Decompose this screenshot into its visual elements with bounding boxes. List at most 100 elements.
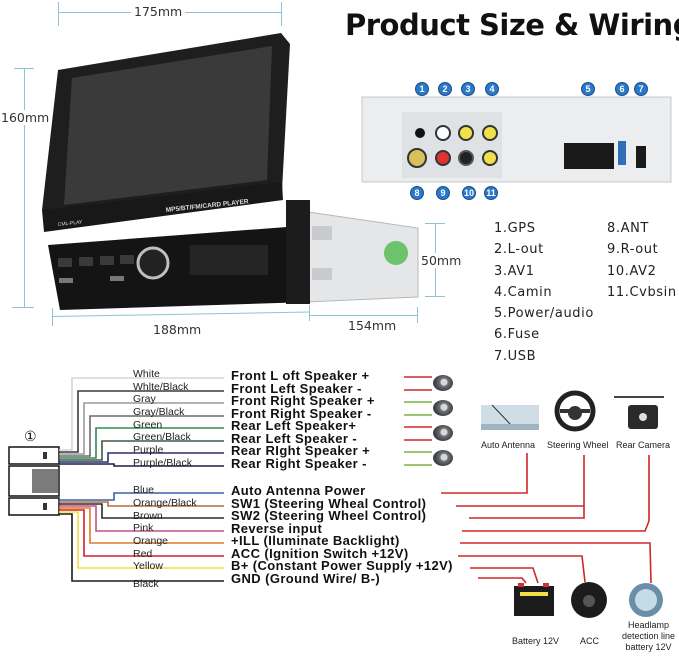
wire-color-label: Gray/Black [133, 406, 185, 418]
wire-color-label: Green/Black [133, 431, 191, 443]
brand-logo: CML-PLAY [58, 219, 84, 228]
port-legend-item: 11.Cvbsin [607, 284, 677, 300]
wire-function-label: Rear Right Speaker - [231, 456, 367, 471]
accessory-connection-line [470, 567, 539, 584]
headlamp-label-line: Headlamp [628, 620, 670, 630]
wire-color-label: Gray [133, 393, 156, 405]
dimension-tick [425, 296, 445, 297]
port-badge-10: 10 [462, 186, 476, 200]
connector-number: ① [24, 428, 37, 444]
wire-brown [59, 503, 224, 519]
wire-function-label: Auto Antenna Power [231, 483, 366, 498]
port-badge-9: 9 [436, 186, 450, 200]
wire-function-label: SW1 (Steering Wheal Control) [231, 496, 427, 511]
wire-red [59, 509, 224, 557]
port-legend-item: 6.Fuse [494, 327, 540, 343]
accessory-label-headlamp: Headlamp detection line battery 12V [622, 620, 675, 653]
dimension-tick [417, 307, 418, 323]
wire-color-label: Black [133, 578, 159, 590]
accessory-label-rear-camera: Rear Camera [616, 440, 671, 450]
wire-function-label: GND (Ground Wire/ B-) [231, 571, 381, 586]
wire-whlte-black [59, 390, 224, 453]
port-legend-left: 1.GPS 2.L-out 3.AV1 4.Camin 5.Power/audi… [494, 218, 594, 367]
port-legend-item: 4.Camin [494, 284, 553, 300]
wire-function-label: B+ (Constant Power Supply +12V) [231, 558, 453, 573]
wire-color-label: Yellow [133, 560, 163, 572]
ignition-icon [571, 582, 607, 618]
accessory-label-acc: ACC [580, 636, 600, 646]
wire-color-label: Pink [133, 522, 154, 534]
port-badge-3: 3 [461, 82, 475, 96]
harness-connector-plug [32, 469, 58, 493]
port-legend-item: 9.R-out [607, 242, 659, 258]
dimension-height: 160mm [0, 110, 53, 125]
wire-gray [59, 402, 224, 455]
rca-red [435, 150, 451, 166]
preset-button [120, 255, 134, 264]
volume-knob [136, 246, 170, 280]
front-panel-hinge [286, 200, 310, 304]
dimension-tick [14, 68, 34, 69]
steering-wheel-icon [554, 390, 596, 432]
preset-button [79, 257, 93, 266]
dimension-tick [309, 305, 310, 321]
dimension-front-width: 188mm [150, 322, 205, 337]
port-legend-item: 3.AV1 [494, 263, 535, 279]
headlamp-icon [629, 583, 663, 617]
dimension-line-depth [310, 315, 417, 316]
wire-function-label: ACC (Ignition Switch +12V) [231, 546, 409, 561]
port-legend-right: 8.ANT 9.R-out 10.AV2 11.Cvbsin [607, 218, 677, 303]
port-badge-6: 6 [615, 82, 629, 96]
power-audio-connector [564, 143, 614, 169]
port-legend-item: 2.L-out [494, 242, 544, 258]
dimension-chassis-height: 50mm [418, 253, 465, 268]
dimension-tick [281, 2, 282, 26]
wire-function-label: +ILL (Iluminate Backlight) [231, 533, 400, 548]
wire-gray-black [59, 415, 224, 457]
connector-latch [43, 503, 47, 510]
accessory-connection-line [462, 455, 650, 532]
port-legend-item: 7.USB [494, 348, 537, 364]
wire-function-label: Rear Left Speaker - [231, 431, 358, 446]
wire-function-label: Front L oft Speaker + [231, 368, 370, 383]
wire-function-label: Reverse input [231, 521, 323, 536]
accessory-connection-line [469, 506, 585, 519]
connector-latch [43, 452, 47, 459]
port-badge-2: 2 [438, 82, 452, 96]
port-badge-5: 5 [581, 82, 595, 96]
wire-function-label: SW2 (Steering Wheel Control) [231, 508, 427, 523]
accessory-label-steering-wheel: Steering Wheel [547, 440, 609, 450]
wire-function-label: Rear Left Speaker+ [231, 418, 357, 433]
wire-black [59, 513, 224, 582]
headlamp-label-line: battery 12V [625, 642, 672, 652]
wire-purple [59, 452, 224, 463]
accessory-connection-line [460, 542, 652, 584]
wire-function-label: Rear RIght Speaker + [231, 443, 371, 458]
wire-color-label: Orange/Black [133, 497, 197, 509]
wire-color-label: Blue [133, 484, 155, 496]
accessory-label-battery: Battery 12V [512, 636, 560, 646]
sd-slot-front [110, 276, 124, 281]
wire-color-label: Purple/Black [133, 457, 192, 469]
antenna-icon [481, 404, 539, 430]
port-badge-1: 1 [415, 82, 429, 96]
accessory-connection-line [441, 453, 528, 494]
wire-blue [59, 492, 224, 501]
rca-yellow [458, 125, 474, 141]
screen-bezel-bottom [42, 182, 283, 232]
camera-icon [614, 396, 664, 429]
wire-color-label: Whlte/Black [133, 381, 189, 393]
dimension-tick [425, 223, 445, 224]
speaker-icon [433, 425, 453, 441]
port-legend-item: 10.AV2 [607, 263, 657, 279]
port-badge-4: 4 [485, 82, 499, 96]
preset-button [100, 256, 114, 265]
chassis-sticker [384, 241, 408, 265]
speaker-icon [433, 375, 453, 391]
dimension-depth: 154mm [345, 318, 400, 333]
wire-purple-black [59, 463, 224, 467]
port-legend-item: 5.Power/audio [494, 306, 594, 322]
dimension-tick [52, 308, 53, 326]
